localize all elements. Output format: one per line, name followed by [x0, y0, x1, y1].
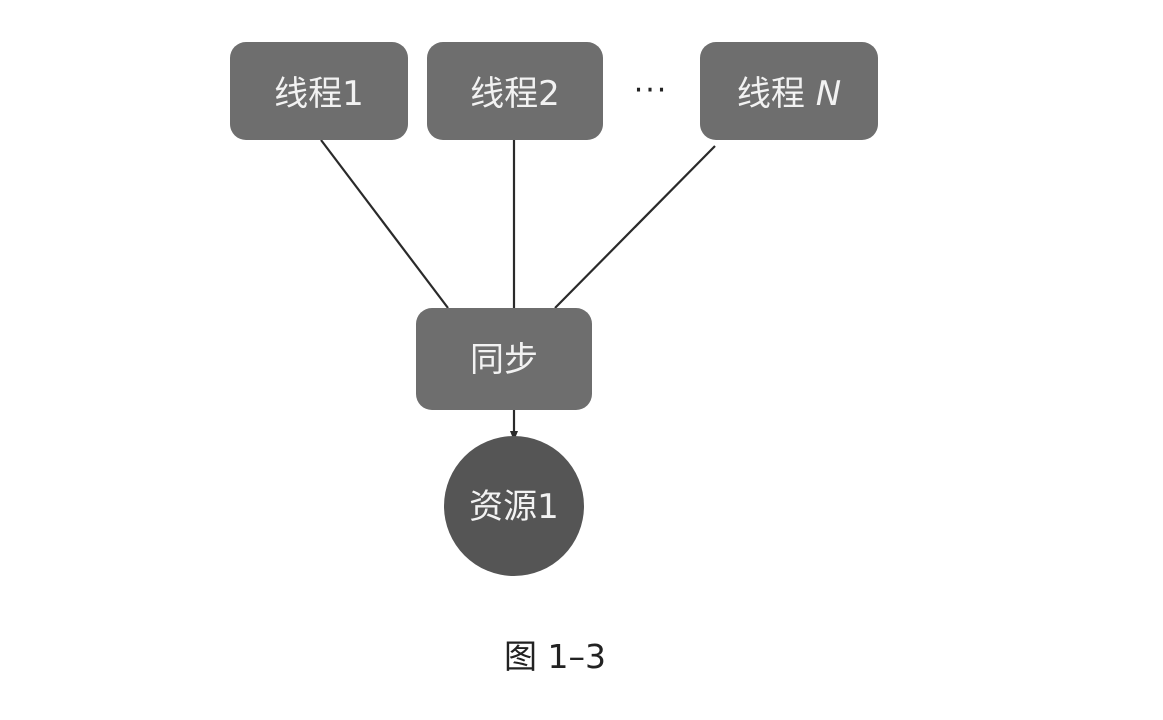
- figure-caption: 图 1–3: [504, 637, 606, 676]
- connector-thread-1-to-sync: [320, 139, 449, 309]
- thread-2-node: 线程2: [427, 42, 603, 140]
- ellipsis: ···: [634, 73, 669, 108]
- svg-text:线程2: 线程2: [470, 74, 560, 114]
- resource-1-node: 资源1: [444, 436, 584, 576]
- connector-thread-n-to-sync: [554, 145, 716, 309]
- thread-1-node: 线程1: [230, 42, 408, 140]
- svg-text:线程1: 线程1: [274, 74, 364, 114]
- svg-text:资源1: 资源1: [469, 487, 559, 527]
- svg-text:线程 N: 线程 N: [737, 74, 841, 114]
- thread-n-node: 线程 N: [700, 42, 878, 140]
- sync-node: 同步: [416, 308, 592, 410]
- svg-text:同步: 同步: [470, 340, 538, 380]
